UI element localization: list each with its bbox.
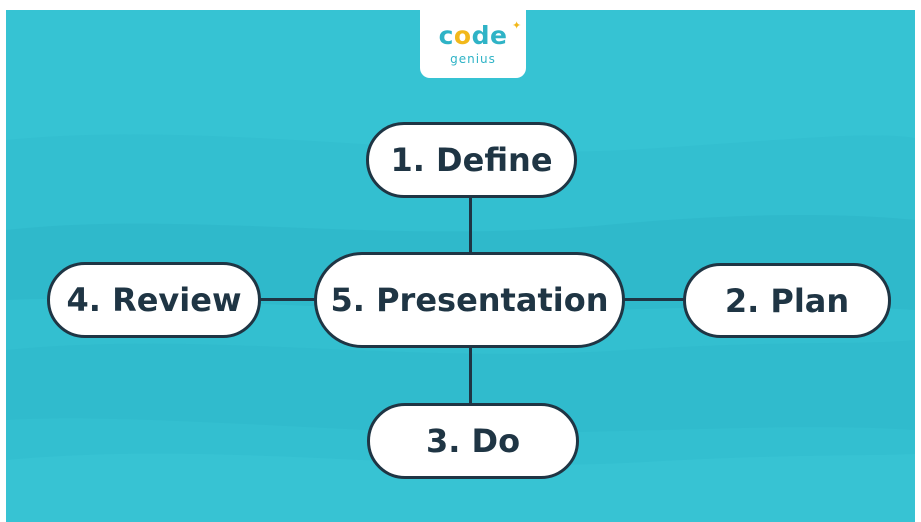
sparkle-icon: ✦: [512, 19, 522, 32]
logo-word-prefix: c: [438, 21, 454, 50]
node-do: 3. Do: [367, 403, 579, 479]
connector-define-presentation: [469, 196, 472, 254]
node-plan: 2. Plan: [683, 263, 891, 338]
logo-word-o: o: [453, 21, 472, 50]
logo-wordmark: code: [420, 22, 526, 50]
logo: code ✦ genius: [420, 10, 526, 78]
logo-word-suffix: de: [471, 21, 508, 50]
connector-review-presentation: [259, 298, 316, 301]
node-presentation: 5. Presentation: [314, 252, 625, 348]
connector-presentation-do: [469, 346, 472, 405]
logo-subtitle: genius: [450, 52, 496, 66]
node-review: 4. Review: [47, 262, 261, 338]
node-define: 1. Define: [366, 122, 577, 198]
connector-presentation-plan: [623, 298, 685, 301]
diagram-canvas: code ✦ genius 1. Define 5. Presentation …: [6, 10, 915, 522]
